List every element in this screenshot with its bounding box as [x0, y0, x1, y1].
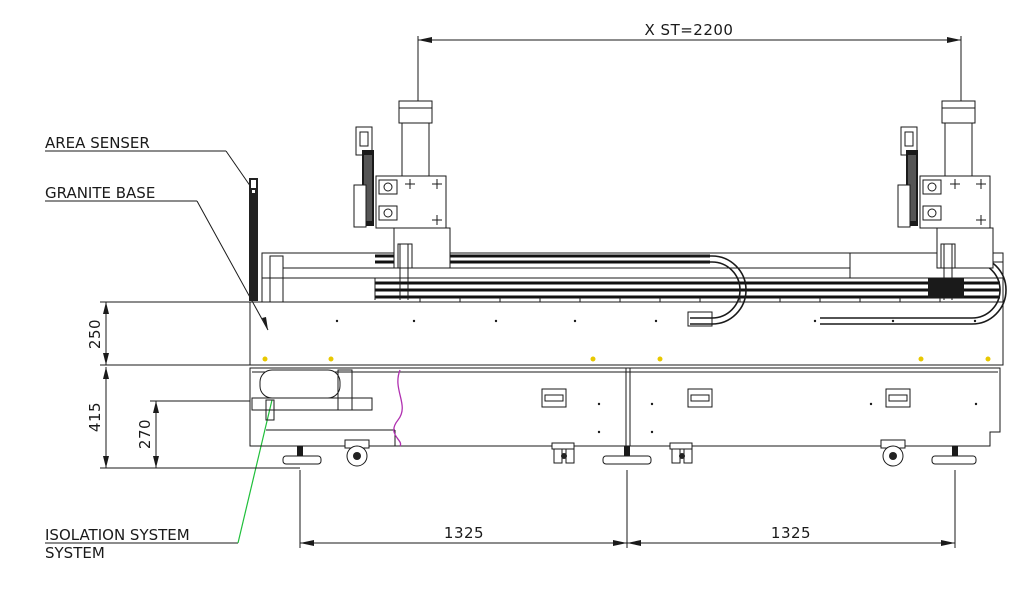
span-right-label: 1325 — [771, 524, 811, 542]
support-frame — [249, 367, 1001, 447]
rail-assembly — [261, 252, 1007, 327]
granite-base-label: GRANITE BASE — [45, 184, 155, 202]
break-line — [393, 369, 403, 447]
isolation-system-callout: ISOLATION SYSTEM SYSTEM — [45, 399, 273, 562]
caster-right — [880, 439, 906, 467]
height-dimensions: 250 415 270 — [86, 301, 300, 469]
casters — [344, 439, 906, 467]
isolation-label-line1: ISOLATION SYSTEM — [45, 526, 190, 544]
level-markers — [262, 356, 991, 362]
left-gantry-head — [353, 100, 451, 300]
area-sensor-label: AREA SENSER — [45, 134, 150, 152]
base-height-label: 250 — [86, 319, 104, 349]
isolation-label-line2: SYSTEM — [45, 544, 105, 562]
granite-base-callout: GRANITE BASE — [45, 184, 269, 331]
area-sensor — [249, 178, 258, 301]
isolation-height-label: 270 — [136, 419, 154, 449]
span-left-label: 1325 — [444, 524, 484, 542]
caster-mid-left — [551, 442, 575, 464]
leveling-feet — [282, 446, 977, 465]
isolation-leader-green — [237, 399, 273, 544]
granite-base — [249, 301, 1004, 366]
caster-mid-right — [669, 442, 693, 464]
area-sensor-callout: AREA SENSER — [45, 134, 254, 191]
caster-left — [344, 439, 370, 467]
x-stroke-label: X ST=2200 — [645, 21, 734, 39]
span-dimensions: 1325 1325 — [299, 470, 956, 548]
frame-height-label: 415 — [86, 402, 104, 432]
x-stroke-dimension: X ST=2200 — [417, 21, 962, 105]
right-gantry-head — [897, 100, 994, 300]
